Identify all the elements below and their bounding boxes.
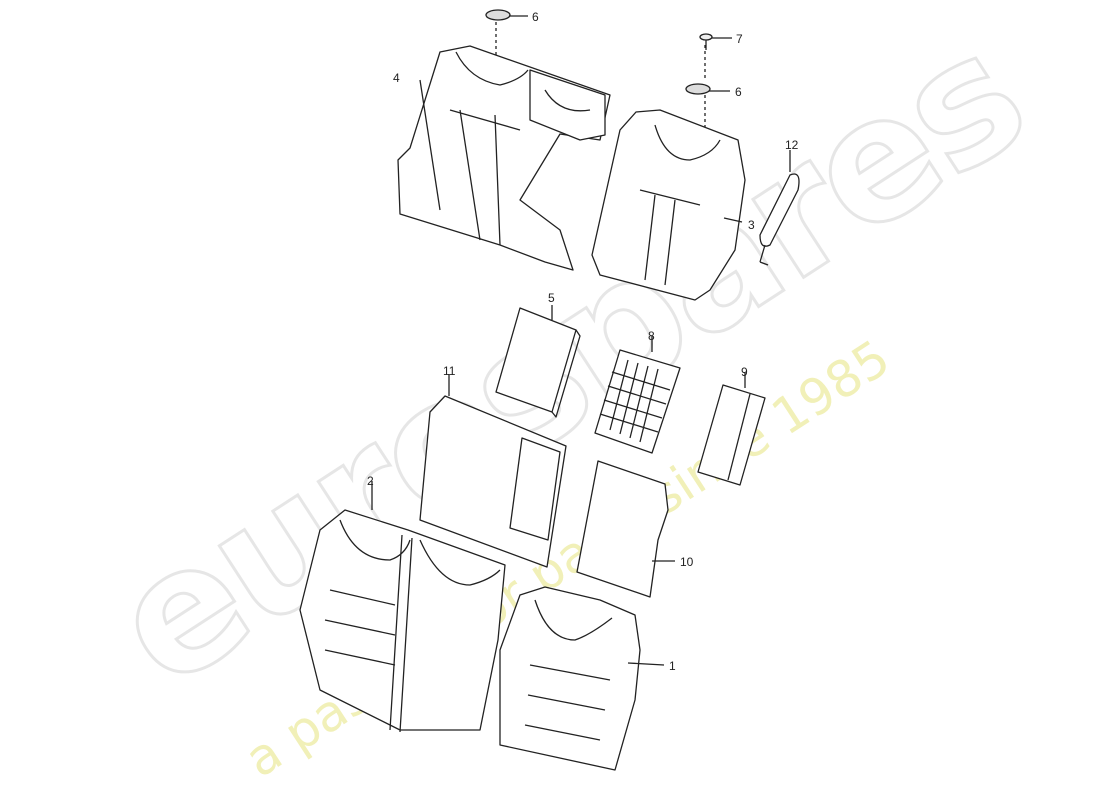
part-6-clip-top bbox=[485, 9, 528, 58]
part-1-backrest-cover-small bbox=[499, 586, 665, 771]
callout-3: 3 bbox=[748, 218, 755, 232]
callout-12: 12 bbox=[785, 138, 799, 152]
part-10-sheet bbox=[576, 460, 675, 598]
part-12-pad bbox=[759, 150, 800, 266]
callout-8: 8 bbox=[648, 329, 655, 343]
part-7-screw bbox=[699, 33, 732, 50]
callout-7: 7 bbox=[736, 32, 743, 46]
part-6-clip-right bbox=[685, 45, 730, 128]
part-2-backrest-cover-split bbox=[299, 481, 506, 733]
part-8-heating-mat bbox=[594, 336, 681, 454]
part-11-sheet bbox=[419, 374, 567, 568]
callout-9: 9 bbox=[741, 365, 748, 379]
part-4-backrest-cover-left bbox=[397, 45, 611, 271]
callout-5: 5 bbox=[548, 291, 555, 305]
callout-11: 11 bbox=[443, 364, 456, 378]
callout-6b: 6 bbox=[735, 85, 742, 99]
part-9-insert bbox=[697, 372, 766, 486]
callout-6a: 6 bbox=[532, 10, 539, 24]
part-3-backrest-cover-right bbox=[591, 109, 746, 301]
callout-4: 4 bbox=[393, 71, 400, 85]
part-5-panel bbox=[495, 305, 581, 418]
callout-2: 2 bbox=[367, 474, 374, 488]
callout-10: 10 bbox=[680, 555, 694, 569]
callout-1: 1 bbox=[669, 659, 676, 673]
